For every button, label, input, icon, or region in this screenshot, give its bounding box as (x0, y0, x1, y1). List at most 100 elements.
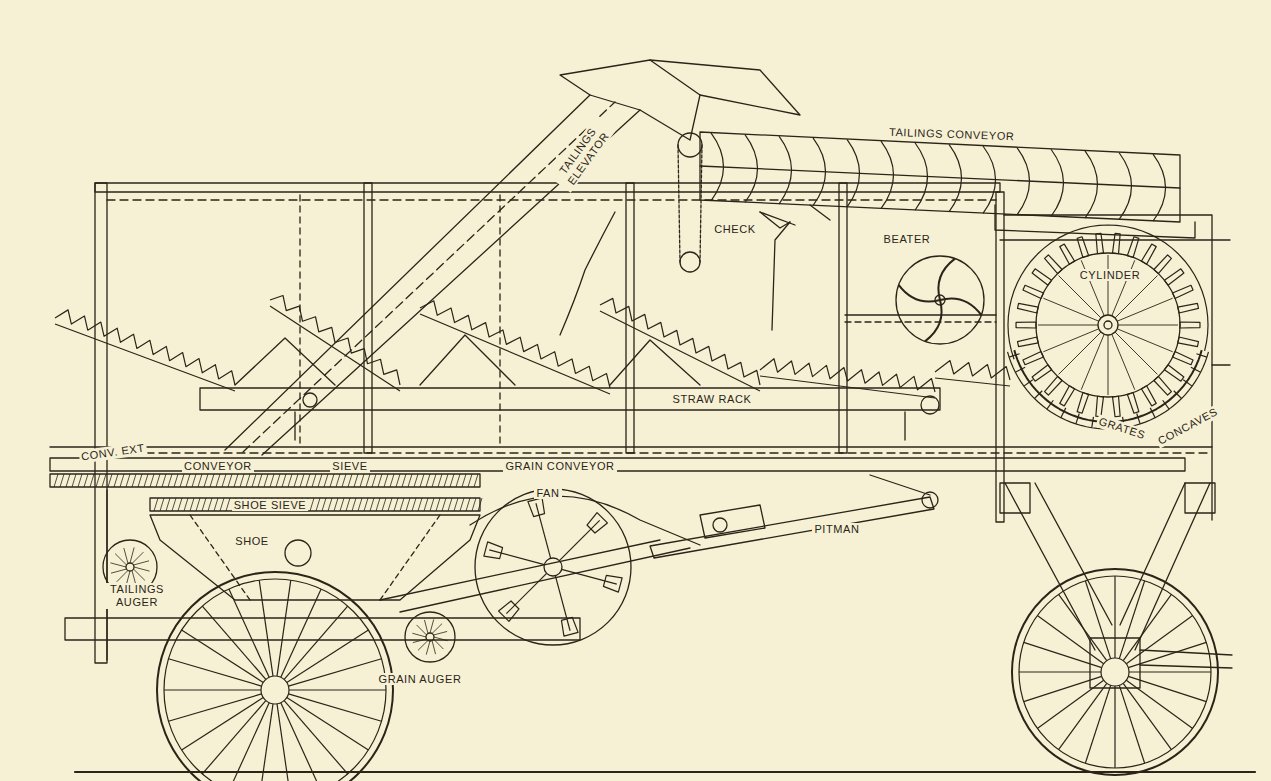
rear-wheel (288, 659, 381, 686)
check-curtain (560, 205, 830, 335)
sieve-hatch (364, 498, 368, 511)
sieve-hatch (300, 474, 304, 487)
concave-rib (1076, 413, 1079, 423)
concave-rib (1137, 413, 1140, 423)
part-label: SHOE (233, 535, 271, 548)
sieve-trays (150, 515, 480, 600)
sieve-hatch (438, 474, 442, 487)
straw-rack-teeth (55, 310, 235, 385)
conveyor-flight (881, 141, 894, 209)
auger-flight (424, 620, 428, 634)
sieve-hatch (448, 498, 452, 511)
drive-chain (678, 145, 680, 262)
cylinder-tooth (1178, 337, 1199, 347)
straw-rack-beam (921, 396, 939, 414)
concave-rib (1092, 417, 1094, 428)
fan-spoke (489, 550, 544, 565)
tailings-elevator (225, 95, 640, 455)
tailings-elevator (243, 102, 615, 452)
rear-wheel (259, 580, 273, 676)
auger-housings (426, 633, 434, 641)
cylinder-tooth (1077, 237, 1089, 258)
auger-flight (115, 554, 126, 565)
auger-housings (126, 563, 134, 571)
sieve-hatch (468, 474, 472, 487)
part-label: TAILINGS CONVEYOR (887, 125, 1017, 142)
sieve-hatch (114, 474, 118, 487)
sieve-hatch (382, 498, 386, 511)
fan-housing (470, 489, 700, 645)
generated-parts (54, 133, 1218, 781)
sieve-hatch (394, 498, 398, 511)
sieve-hatch (328, 498, 332, 511)
front-wheel (1019, 671, 1101, 672)
straw-rack-teeth (760, 376, 935, 398)
sieve-hatch (172, 498, 176, 511)
cylinder-tooth (1127, 392, 1139, 413)
sieve-hatch (288, 474, 292, 487)
rear-wheel (261, 676, 289, 704)
cylinder-tooth (1141, 244, 1156, 264)
sieve-hatch (66, 474, 70, 487)
ground-line (75, 771, 1255, 772)
body-frame (626, 183, 634, 453)
cylinder-spoke (1108, 335, 1109, 395)
front-wheel (1119, 685, 1144, 763)
part-label: PITMAN (812, 523, 861, 536)
rear-wheel (259, 704, 273, 781)
fan-blade (561, 617, 578, 636)
straw-rack-beam (295, 412, 905, 440)
cylinder-spoke (1112, 334, 1135, 389)
part-label: GRAIN AUGER (376, 673, 463, 686)
auger-flight (430, 619, 434, 633)
sieve-hatch (472, 498, 476, 511)
sieve-hatch (390, 474, 394, 487)
sieve-hatch (102, 474, 106, 487)
sieve-hatch (366, 474, 370, 487)
straw-rack-beam (235, 335, 700, 385)
sieve-hatch (204, 474, 208, 487)
front-wheel (1119, 581, 1144, 659)
concave-bar (1014, 350, 1201, 422)
body-frame (845, 321, 996, 322)
auger-flight (426, 641, 430, 655)
auger-flight (417, 625, 427, 635)
tailings-conveyor-tube (700, 132, 1195, 238)
sieve-hatch (436, 498, 440, 511)
sieve-hatch (90, 474, 94, 487)
fan-blade (528, 498, 545, 517)
cylinder-tooth (1113, 233, 1121, 254)
tailings-conveyor-tube (700, 166, 1180, 188)
cylinder-tooth (1180, 322, 1200, 328)
sieve-hatch (228, 474, 232, 487)
front-wheel (1024, 642, 1102, 667)
sieve-hatch (414, 474, 418, 487)
sieve-hatch (78, 474, 82, 487)
part-label: CONV. EXT (79, 441, 148, 463)
front-wheel (1037, 680, 1103, 728)
fan-spoke (555, 576, 570, 631)
sieve-hatch (214, 498, 218, 511)
part-label: GRATES (1095, 414, 1148, 442)
straw-rack-teeth (55, 324, 235, 391)
front-wheel (1123, 594, 1171, 660)
concave-rib (1061, 408, 1066, 418)
sieve-hatch (240, 474, 244, 487)
cylinder-housing (1036, 253, 1180, 397)
auger-flight (433, 631, 447, 635)
sieve-hatch (360, 474, 364, 487)
straw-rack-teeth (935, 361, 1010, 380)
cylinder-tooth (1178, 303, 1199, 313)
part-label: GRAIN CONVEYOR (503, 460, 616, 473)
sieve-hatch (408, 474, 412, 487)
sieve-hatch (388, 498, 392, 511)
drive-chain (680, 252, 700, 272)
sieve-hatch (400, 498, 404, 511)
sieve-hatch (294, 474, 298, 487)
pitman-rod (650, 475, 938, 558)
sieve-hatch (418, 498, 422, 511)
sieve-hatch (426, 474, 430, 487)
fan-housing (544, 558, 562, 576)
